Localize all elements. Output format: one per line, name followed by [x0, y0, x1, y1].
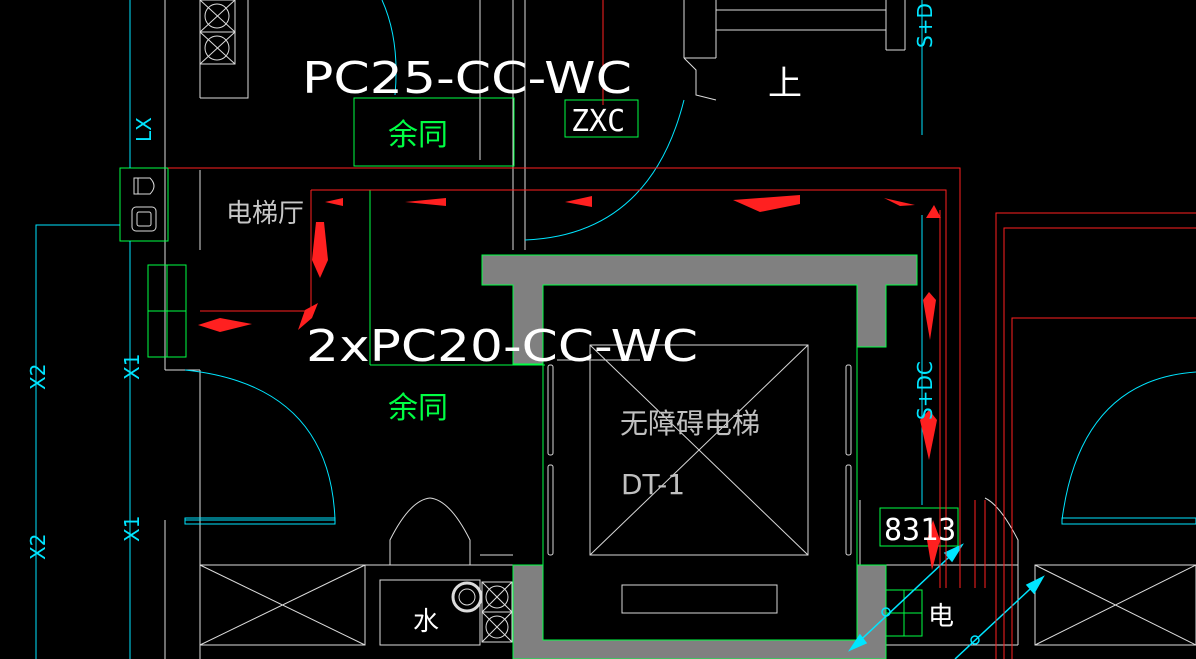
- spare-label-mid: 余同: [388, 391, 448, 426]
- elevator-core: [481, 254, 918, 659]
- green-outlines: [119, 97, 959, 637]
- equipment-top-left: [199, 0, 236, 65]
- vertical-label-x2-a: X2: [26, 364, 50, 390]
- vertical-label-s-dc: S+DC: [913, 361, 937, 420]
- vertical-label-lx: LX: [132, 117, 156, 142]
- labels: PC25-CC-WC 2xPC20-CC-WC 余同 余同 ZXC 上 电梯厅 …: [26, 3, 956, 637]
- red-arrows: [198, 195, 941, 570]
- cyan-pointers: [847, 543, 1045, 659]
- vertical-label-x1-a: X1: [120, 354, 144, 380]
- vertical-label-s-d: S+D: [913, 3, 937, 48]
- elevator-hall-label: 电梯厅: [226, 199, 304, 229]
- zxc-box-label: ZXC: [571, 104, 625, 139]
- conduit-label-mid: 2xPC20-CC-WC: [306, 321, 698, 372]
- elevator-name-label: 无障碍电梯: [620, 407, 760, 440]
- spare-label-top: 余同: [388, 118, 448, 153]
- conduit-label-top: PC25-CC-WC: [302, 53, 632, 104]
- elevator-car: [547, 344, 852, 614]
- up-mark: 上: [768, 64, 802, 104]
- vertical-label-x1-b: X1: [120, 516, 144, 542]
- water-label: 水: [413, 607, 439, 637]
- panel-symbols-left: [131, 177, 157, 232]
- vertical-label-x2-b: X2: [26, 534, 50, 560]
- panel-8313-label: 8313: [884, 513, 956, 548]
- electric-label: 电: [928, 602, 954, 632]
- red-wires: [168, 0, 1196, 659]
- water-equipment: [451, 581, 513, 643]
- elevator-code-label: DT-1: [621, 468, 685, 501]
